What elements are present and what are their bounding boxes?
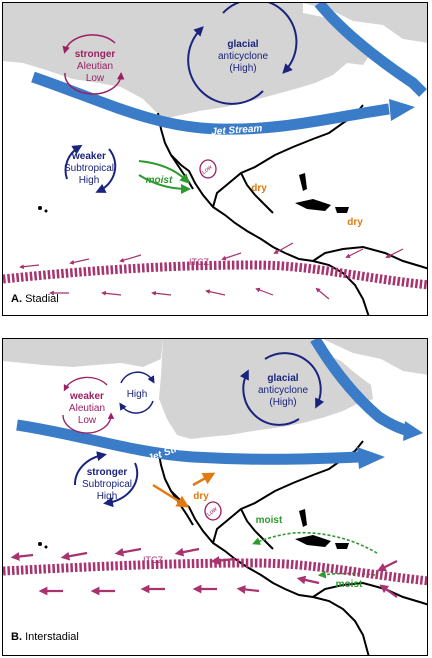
coastline	[157, 112, 370, 315]
hawaii-island	[44, 545, 48, 549]
jet-stream-label: Jet Stream	[211, 123, 263, 138]
aleutian-strength-label: weaker	[69, 391, 104, 402]
ice-sheet-upper-right	[323, 339, 427, 375]
itcz-label: ITCZ	[189, 257, 209, 267]
aleutian-low-label: Low	[86, 73, 105, 84]
low-pressure-ring	[199, 159, 217, 179]
itcz-label: ITCZ	[143, 555, 163, 565]
interstadial-map: Jet Stream glacial anticyclone (High) we…	[3, 339, 427, 655]
subtropical-label: Subtropical	[82, 479, 132, 490]
moist-arrow	[138, 174, 191, 194]
subtropical-strength-label: stronger	[87, 467, 128, 478]
panel-title: Interstadial	[25, 631, 79, 643]
trade-wind-arrows-north	[10, 547, 398, 571]
panel-letter: A.	[11, 293, 22, 305]
panel-letter: B.	[11, 631, 22, 643]
moist-arrow	[252, 531, 378, 554]
jet-stream-arrow	[31, 71, 390, 135]
trade-wind-arrows-south	[38, 575, 398, 598]
jet-stream-arrowhead	[389, 99, 415, 121]
caribbean-islands	[295, 535, 349, 549]
coastline	[157, 448, 370, 655]
subtropical-high-arrows	[95, 148, 117, 193]
subtropical-high-label: High	[79, 175, 100, 186]
coastline-east	[212, 104, 364, 208]
coastline-gulf	[240, 172, 274, 214]
itcz-band	[3, 558, 427, 586]
small-high-arrows	[120, 371, 155, 384]
ice-sheet-upper-right	[303, 3, 427, 43]
glacial-anticyclone-arrows	[264, 352, 325, 409]
aleutian-low-label: Low	[78, 415, 97, 426]
trade-wind-arrows-north	[19, 242, 404, 270]
jet-stream-north-branch	[314, 3, 427, 97]
ice-sheet	[3, 3, 371, 119]
anticyclone-label: anticyclone	[218, 51, 268, 62]
jet-stream-arrow	[16, 419, 360, 465]
glacial-anticyclone-arrows	[239, 369, 300, 426]
high-label: (High)	[229, 63, 256, 74]
jet-stream-arrowhead	[357, 447, 385, 469]
coastline-gulf	[240, 508, 274, 550]
dry-arrow	[152, 483, 190, 508]
aleutian-low-arrows	[62, 34, 116, 54]
baja-peninsula	[170, 490, 194, 526]
moist-label: moist	[256, 515, 283, 526]
glacial-label: glacial	[227, 39, 258, 50]
panel-stadial: Jet Stream glacial anticyclone (High) st…	[2, 2, 428, 316]
aleutian-low-arrows	[62, 412, 115, 434]
jet-stream-north-branch	[310, 339, 411, 437]
panel-caption: A. Stadial	[11, 293, 59, 305]
anticyclone-label: anticyclone	[258, 385, 308, 396]
subtropical-high-arrows	[103, 462, 139, 508]
low-label: Low	[206, 506, 219, 518]
caribbean-islands	[295, 199, 349, 213]
hawaii-island	[44, 209, 48, 213]
jet-stream-north-arrowhead	[403, 421, 423, 441]
dry-label: dry	[347, 217, 363, 228]
panel-caption: B. Interstadial	[11, 631, 79, 643]
florida	[299, 173, 307, 191]
subtropical-high-arrows	[64, 144, 83, 180]
stadial-map: Jet Stream glacial anticyclone (High) st…	[3, 3, 427, 315]
high-label: (High)	[269, 397, 296, 408]
hawaii-island	[38, 542, 42, 546]
hawaii-island	[38, 206, 42, 210]
trade-wind-arrows-south	[49, 287, 330, 300]
dry-label: dry	[193, 491, 209, 502]
dry-label: dry	[251, 183, 267, 194]
low-pressure-ring	[204, 501, 222, 521]
aleutian-low-arrows	[64, 72, 125, 95]
ice-sheet-west	[3, 339, 163, 367]
glacial-anticyclone-arrows	[187, 26, 264, 105]
florida	[299, 509, 307, 527]
subtropical-high-arrows	[73, 451, 107, 486]
moist-label: moist	[146, 175, 173, 186]
glacial-anticyclone-arrows	[222, 3, 298, 74]
small-high-arrows	[119, 400, 154, 414]
aleutian-low-arrows	[63, 376, 108, 392]
coastline-south-america	[312, 581, 427, 606]
moist-label: moist	[336, 579, 363, 590]
dry-arrow	[192, 472, 216, 487]
moist-arrow	[138, 160, 190, 184]
panel-interstadial: Jet Stream glacial anticyclone (High) we…	[2, 338, 428, 656]
glacial-label: glacial	[267, 373, 298, 384]
subtropical-strength-label: weaker	[71, 151, 106, 162]
aleutian-label: Aleutian	[77, 61, 113, 72]
itcz-band	[3, 260, 427, 290]
low-label: Low	[201, 164, 214, 176]
coastline-south-america	[312, 245, 427, 270]
panel-title: Stadial	[25, 293, 59, 305]
small-high-label: High	[127, 389, 148, 400]
aleutian-strength-label: stronger	[75, 49, 116, 60]
subtropical-high-label: High	[97, 491, 118, 502]
moist-arrow	[317, 570, 376, 579]
ice-sheet	[159, 339, 373, 439]
aleutian-label: Aleutian	[69, 403, 105, 414]
subtropical-label: Subtropical	[64, 163, 114, 174]
